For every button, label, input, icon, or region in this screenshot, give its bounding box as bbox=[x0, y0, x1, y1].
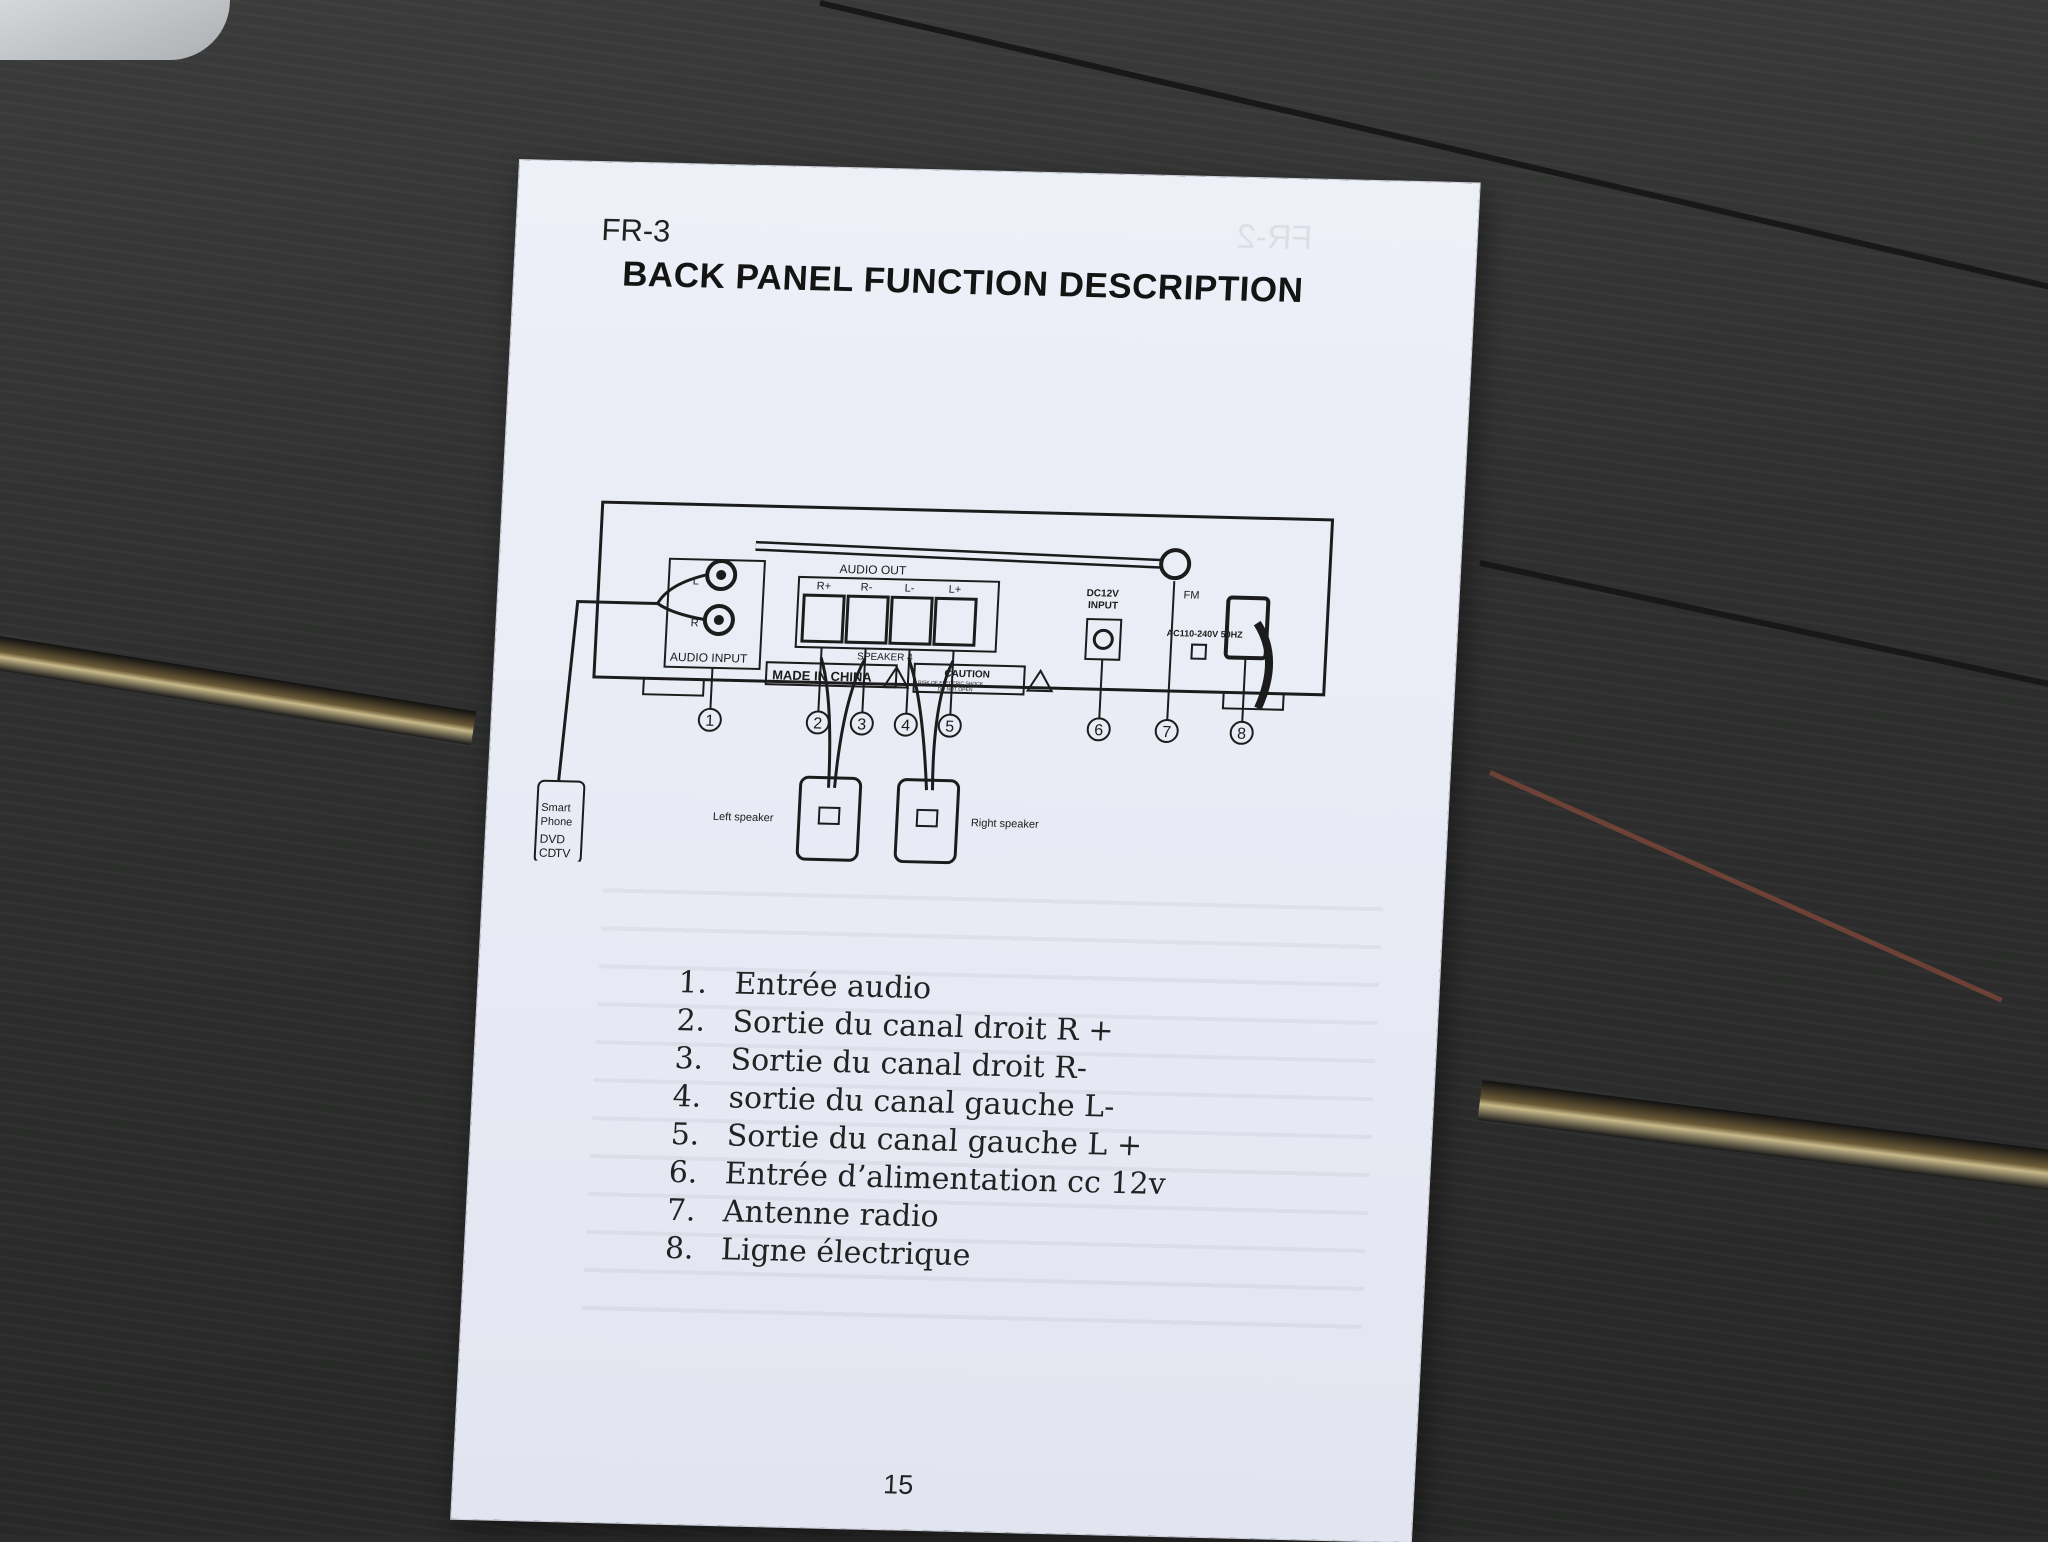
callout-line-1 bbox=[709, 667, 714, 710]
terminal-l-minus-icon bbox=[888, 595, 934, 646]
audio-input-label: AUDIO INPUT bbox=[670, 650, 749, 666]
terminal-l-plus-icon bbox=[932, 596, 978, 647]
left-speaker-cable bbox=[819, 657, 832, 788]
rca-jack-r-icon bbox=[702, 604, 735, 636]
caution-sub1: RISK OF ELECTRIC SHOCK bbox=[918, 680, 984, 688]
list-number: 4. bbox=[671, 1079, 703, 1115]
callout-circle-6 bbox=[1086, 717, 1111, 742]
phone-label-line1: Smart bbox=[541, 802, 571, 815]
antenna-rod-inner bbox=[755, 543, 1161, 567]
left-speaker-terminal bbox=[817, 806, 841, 826]
source-tv: TV bbox=[555, 846, 571, 860]
plank-gap bbox=[1477, 1080, 2048, 1198]
callout-circle-4 bbox=[893, 712, 918, 737]
antenna-base-icon bbox=[1159, 548, 1192, 581]
channel-label-r-minus: R- bbox=[860, 581, 873, 593]
page-title: BACK PANEL FUNCTION DESCRIPTION bbox=[621, 254, 1305, 311]
speaker-block-label: SPEAKER 4 bbox=[857, 651, 914, 663]
speaker-terminal-block bbox=[794, 575, 1001, 653]
terminal-r-plus-icon bbox=[800, 593, 846, 644]
amplifier-body bbox=[592, 500, 1335, 697]
terminal-r-minus-icon bbox=[844, 594, 890, 645]
callout-1: 1 bbox=[705, 713, 715, 730]
dc-jack-icon bbox=[1092, 628, 1114, 650]
input-cable bbox=[557, 573, 708, 782]
page-number: 15 bbox=[882, 1469, 915, 1500]
made-in-label: MADE IN CHINA bbox=[772, 667, 873, 684]
ac-label: AC110-240V 50HZ bbox=[1166, 628, 1243, 640]
callout-circle-1 bbox=[697, 707, 722, 732]
show-through-heading: FR-2 bbox=[1235, 217, 1314, 258]
callout-circle-5 bbox=[937, 713, 962, 738]
antenna-callout-line bbox=[1166, 581, 1176, 722]
made-in-badge bbox=[764, 661, 898, 689]
list-number: 5. bbox=[669, 1116, 701, 1153]
dc-input-label-line2: INPUT bbox=[1088, 600, 1119, 612]
model-number: FR-3 bbox=[600, 212, 672, 249]
callout-7: 7 bbox=[1162, 724, 1172, 741]
list-number: 7. bbox=[666, 1192, 697, 1229]
ac-switch-icon bbox=[1190, 643, 1208, 660]
back-panel-diagram: FM L R AUDIO INPUT Smart Phone DVD CD AU… bbox=[525, 361, 1430, 882]
input-cable-branch bbox=[656, 602, 706, 622]
list-number: 3. bbox=[673, 1041, 705, 1077]
left-speaker-icon bbox=[795, 775, 863, 862]
source-dvd: DVD bbox=[539, 832, 565, 847]
list-text: Sortie du canal droit R- bbox=[729, 1042, 1088, 1087]
callout-circle-8 bbox=[1229, 720, 1254, 745]
source-cd: CD bbox=[539, 846, 557, 860]
callout-4: 4 bbox=[901, 717, 911, 734]
left-speaker-cable-2 bbox=[833, 657, 867, 788]
callout-5: 5 bbox=[945, 719, 955, 736]
channel-label-l-minus: L- bbox=[904, 583, 915, 595]
input-r-label: R bbox=[690, 617, 699, 629]
rust-streak bbox=[1488, 770, 2003, 1003]
warning-triangle-icon bbox=[881, 665, 910, 689]
callout-8: 8 bbox=[1237, 726, 1247, 743]
rca-jack-l-center bbox=[716, 570, 727, 581]
right-speaker-cable bbox=[907, 659, 928, 791]
list-text: Antenne radio bbox=[722, 1194, 940, 1235]
right-speaker-label: Right speaker bbox=[971, 817, 1040, 831]
packing-foam bbox=[0, 0, 230, 60]
callout-2: 2 bbox=[813, 715, 823, 732]
plank-gap bbox=[0, 630, 477, 746]
shock-triangle-icon bbox=[1025, 668, 1054, 693]
list-number: 8. bbox=[664, 1230, 695, 1267]
right-speaker-cable-2 bbox=[930, 660, 955, 791]
list-number: 6. bbox=[668, 1154, 699, 1191]
rca-jack-r-center bbox=[713, 615, 724, 625]
caution-sub2: DO NOT OPEN bbox=[937, 686, 973, 693]
callout-6: 6 bbox=[1094, 722, 1104, 739]
caution-label: CAUTION bbox=[944, 669, 990, 681]
list-number: 2. bbox=[675, 1003, 707, 1039]
callout-line-8 bbox=[1241, 657, 1247, 723]
plank-seam bbox=[1479, 560, 2048, 695]
foot-right bbox=[1221, 691, 1285, 711]
function-list: 1. Entrée audio 2. Sortie du canal droit R… bbox=[664, 964, 1176, 1280]
right-speaker-terminal bbox=[915, 808, 939, 828]
list-text: Ligne électrique bbox=[720, 1232, 972, 1274]
foot-left bbox=[642, 677, 705, 697]
dc-input-label-line1: DC12V bbox=[1086, 588, 1119, 600]
input-l-label: L bbox=[693, 575, 700, 587]
power-cord bbox=[1253, 620, 1274, 710]
callout-3: 3 bbox=[857, 716, 867, 733]
channel-label-r-plus: R+ bbox=[816, 580, 831, 592]
channel-label-l-plus: L+ bbox=[948, 584, 961, 596]
back-panel-svg: FM L R AUDIO INPUT Smart Phone DVD CD AU… bbox=[533, 500, 1335, 865]
phone-label-line2: Phone bbox=[540, 816, 572, 829]
audio-out-label: AUDIO OUT bbox=[839, 562, 907, 578]
callout-line-6 bbox=[1098, 659, 1104, 720]
manual-page: FR-2 FR-3 BACK PANEL FUNCTION DESCRIPTIO… bbox=[451, 160, 1480, 1542]
left-speaker-label: Left speaker bbox=[713, 811, 774, 824]
callout-circle-3 bbox=[849, 711, 874, 736]
callout-circle-7 bbox=[1154, 718, 1179, 743]
right-speaker-icon bbox=[893, 778, 961, 865]
list-number: 1. bbox=[677, 965, 709, 1001]
dc-jack-housing bbox=[1084, 617, 1123, 661]
fm-label: FM bbox=[1183, 589, 1199, 601]
list-text: Entrée audio bbox=[733, 966, 933, 1007]
